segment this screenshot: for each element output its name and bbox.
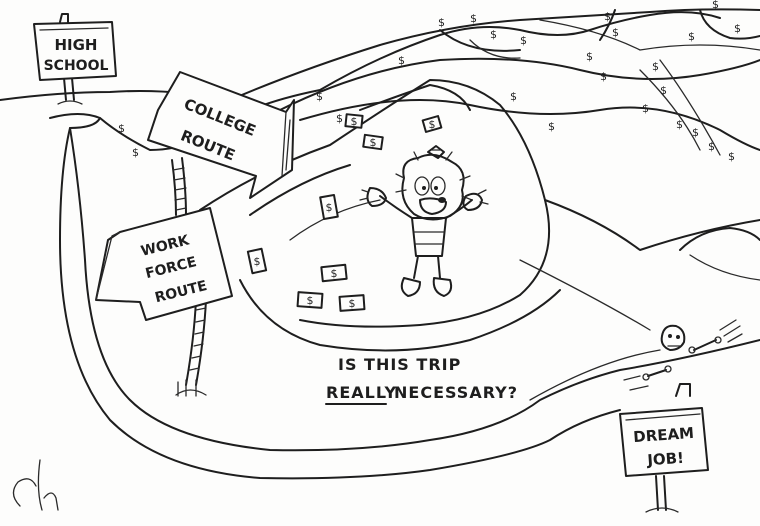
sign-high-school-line1: HIGH: [54, 36, 97, 54]
central-hill: [199, 79, 760, 352]
shrugging-character: [359, 145, 489, 297]
caption-line2: NECESSARY?: [394, 383, 518, 402]
svg-text:$: $: [351, 115, 358, 128]
dollar-sign: $: [676, 118, 683, 131]
dollar-sign: $: [398, 54, 405, 67]
dollar-sign: $: [316, 90, 323, 103]
dollar-sign: $: [734, 22, 741, 35]
svg-text:$: $: [370, 136, 377, 149]
college-route-sign: COLLEGE ROUTE: [147, 71, 295, 199]
svg-text:$: $: [349, 297, 356, 310]
svg-text:$: $: [331, 267, 338, 280]
dollar-sign: $: [688, 30, 695, 43]
dollar-sign: $: [692, 126, 699, 139]
dollar-sign: $: [132, 146, 139, 159]
background-hills: [0, 8, 760, 156]
dollar-sign: $: [652, 60, 659, 73]
sign-dream-line1: DREAM: [633, 424, 695, 446]
dollar-sign: $: [642, 102, 649, 115]
dollar-sign: $: [490, 28, 497, 41]
dollar-sign: $: [336, 112, 343, 125]
dollar-sign: $: [708, 140, 715, 153]
artist-signature: Ch: [12, 459, 59, 511]
dollar-sign: $: [604, 10, 611, 23]
dollar-bill: $: [320, 263, 348, 283]
svg-text:$: $: [326, 201, 333, 214]
money: $ $ $ $ $ $ $ $ $ $ $ $ $ $ $ $ $ $ $ $ …: [118, 0, 741, 312]
sign-dream-line2: JOB!: [646, 449, 685, 470]
dollar-sign: $: [600, 70, 607, 83]
dollar-sign: $: [586, 50, 593, 63]
caption: IS THIS TRIP REALLY NECESSARY?: [325, 355, 518, 405]
skull-and-bones: [623, 319, 743, 391]
dollar-sign: $: [660, 84, 667, 97]
dollar-bill: $: [421, 115, 443, 133]
dollar-bill: $: [338, 294, 366, 312]
dollar-sign: $: [728, 150, 735, 163]
dollar-sign: $: [118, 122, 125, 135]
svg-text:$: $: [307, 294, 314, 307]
dream-job-sign: DREAM JOB!: [619, 383, 709, 513]
caption-line1: IS THIS TRIP: [338, 355, 461, 374]
sign-high-school-line2: SCHOOL: [44, 58, 109, 74]
dollar-sign: $: [520, 34, 527, 47]
high-school-sign: HIGH SCHOOL: [33, 13, 117, 105]
caption-emphasis: REALLY: [326, 383, 397, 402]
dollar-sign: $: [548, 120, 555, 133]
work-force-route-sign: WORK FORCE ROUTE: [95, 207, 233, 321]
dollar-bill: $: [319, 193, 339, 221]
dollar-bill: $: [344, 113, 364, 129]
signpost-pole: [171, 157, 207, 397]
dollar-bill: $: [296, 291, 324, 309]
dollar-sign: $: [712, 0, 719, 11]
dollar-bill: $: [246, 247, 268, 275]
dollar-sign: $: [510, 90, 517, 103]
svg-text:$: $: [254, 255, 261, 268]
dollar-bill: $: [362, 133, 384, 151]
svg-text:$: $: [429, 118, 436, 131]
dollar-sign: $: [470, 12, 477, 25]
dollar-sign: $: [612, 26, 619, 39]
dollar-sign: $: [438, 16, 445, 29]
